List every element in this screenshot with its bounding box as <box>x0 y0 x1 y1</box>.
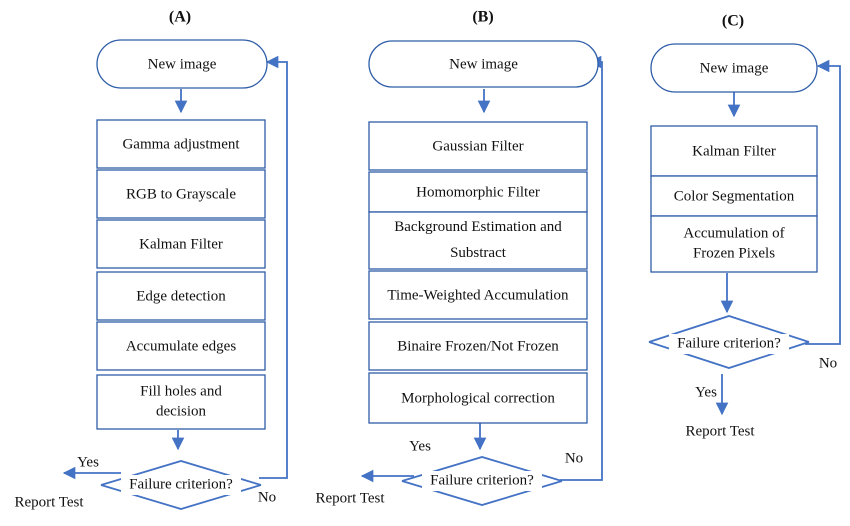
step-label-0-4: Accumulate edges <box>126 338 237 354</box>
decision-text-backing-1 <box>422 471 542 491</box>
no-loop-0 <box>259 55 288 479</box>
no-label-2: No <box>819 355 837 371</box>
outcome-label-1: Report Test <box>315 490 385 506</box>
process-box-0-0 <box>96 119 266 169</box>
start-pill-2 <box>650 43 818 93</box>
decision-label-2: Failure criterion? <box>677 335 781 351</box>
start-label-2: New image <box>700 60 769 76</box>
start-pill-0 <box>96 39 268 89</box>
step-label-2-1: Color Segmentation <box>674 188 795 204</box>
start-label-0: New image <box>148 56 217 72</box>
process-box-0-3 <box>96 271 266 321</box>
yes-label-1: Yes <box>409 438 431 454</box>
decision-label-1: Failure criterion? <box>430 472 534 488</box>
process-box-2-0 <box>650 125 818 177</box>
yes-label-2: Yes <box>695 384 717 400</box>
process-box-1-2 <box>368 211 588 270</box>
step-label-0-2: Kalman Filter <box>139 236 223 252</box>
start-pill-1 <box>368 40 599 88</box>
step-label-1-4: Binaire Frozen/Not Frozen <box>397 338 559 354</box>
step-label-1-1: Homomorphic Filter <box>416 184 540 200</box>
process-box-0-1 <box>96 169 266 219</box>
decision-text-backing-0 <box>121 475 241 495</box>
step-label-0-3: Edge detection <box>136 288 226 304</box>
decision-text-backing-2 <box>669 334 789 354</box>
outcome-label-2: Report Test <box>685 423 755 439</box>
process-box-1-4 <box>368 321 588 371</box>
step-label-1-0: Gaussian Filter <box>432 138 523 154</box>
step-label-2-2-line2: Frozen Pixels <box>693 245 775 261</box>
step-label-0-1: RGB to Grayscale <box>126 186 236 202</box>
step-label-0-5-line1: Fill holes and <box>140 383 222 399</box>
step-label-0-5-line2: decision <box>156 403 206 419</box>
step-label-2-0: Kalman Filter <box>692 143 776 159</box>
process-box-1-0 <box>368 121 588 171</box>
step-label-1-3: Time-Weighted Accumulation <box>387 287 569 303</box>
panel-label-1: (B) <box>472 9 493 26</box>
start-label-1: New image <box>449 56 518 72</box>
outcome-label-0: Report Test <box>14 494 84 510</box>
decision-label-0: Failure criterion? <box>129 476 233 492</box>
step-label-0-0: Gamma adjustment <box>122 136 240 152</box>
process-box-0-2 <box>96 219 266 269</box>
no-label-0: No <box>258 489 276 505</box>
step-label-1-5: Morphological correction <box>401 390 555 406</box>
no-label-1: No <box>565 450 583 466</box>
process-box-0-5 <box>96 374 266 430</box>
step-label-2-2-line1: Accumulation of <box>683 225 784 241</box>
panel-label-2: (C) <box>722 13 744 30</box>
panel-label-0: (A) <box>169 9 191 26</box>
process-box-1-5 <box>368 372 588 424</box>
yes-label-0: Yes <box>77 454 99 470</box>
no-loop-2 <box>805 59 841 345</box>
process-box-1-3 <box>368 270 588 320</box>
process-box-2-2 <box>650 215 818 273</box>
step-label-1-2-line1: Background Estimation and <box>394 219 562 235</box>
process-box-2-1 <box>650 175 818 217</box>
step-label-1-2-line2: Substract <box>450 245 507 261</box>
decision-diamond-top-2 <box>648 315 810 343</box>
process-box-0-4 <box>96 321 266 371</box>
